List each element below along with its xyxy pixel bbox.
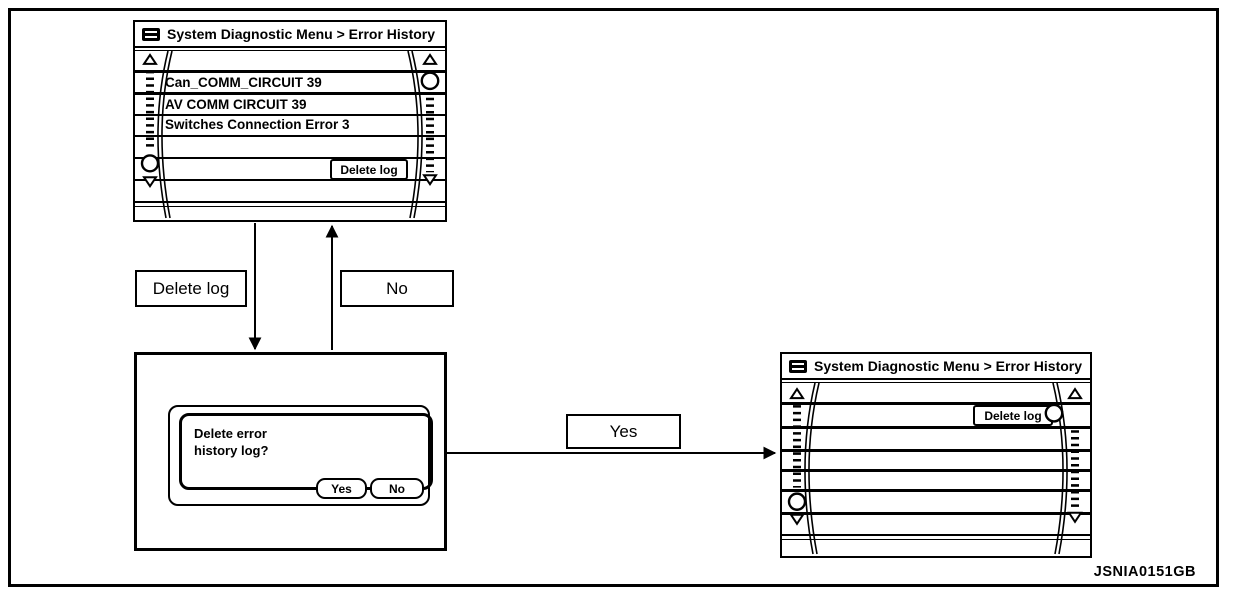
footer-divider [135, 206, 445, 207]
row-divider [782, 426, 1090, 429]
screen-title: System Diagnostic Menu > Error History [814, 358, 1083, 374]
flow-label-no: No [340, 270, 454, 307]
row-divider [135, 135, 445, 137]
flow-label-yes: Yes [566, 414, 681, 449]
display-menu-icon [789, 359, 807, 373]
row-divider [782, 512, 1090, 515]
screen-title: System Diagnostic Menu > Error History [167, 26, 436, 42]
figure-border [8, 8, 1219, 587]
row-divider [135, 179, 445, 181]
title-divider [135, 48, 445, 51]
yes-button[interactable]: Yes [316, 478, 367, 499]
row-divider [135, 70, 445, 73]
row-divider [135, 157, 445, 159]
dialog-message-line2: history log? [194, 443, 269, 458]
display-menu-icon [142, 27, 160, 41]
delete-log-button[interactable]: Delete log [973, 405, 1053, 426]
row-divider [135, 92, 445, 95]
dialog-message: Delete error history log? [179, 413, 433, 490]
list-item[interactable]: AV COMM CIRCUIT 39 [165, 97, 307, 112]
footer-divider [135, 201, 445, 203]
row-divider [782, 489, 1090, 492]
list-item[interactable]: Can_COMM_CIRCUIT 39 [165, 75, 322, 90]
title-bar: System Diagnostic Menu > Error History [135, 22, 445, 48]
screen-error-history-cleared: System Diagnostic Menu > Error History D… [780, 352, 1092, 558]
footer-divider [782, 539, 1090, 540]
flow-label-delete-log: Delete log [135, 270, 247, 307]
screen-delete-confirm: Delete error history log? Yes No [134, 352, 447, 551]
no-button[interactable]: No [370, 478, 424, 499]
row-divider [782, 402, 1090, 405]
figure-code: JSNIA0151GB [1093, 564, 1196, 580]
list-item[interactable]: Switches Connection Error 3 [165, 117, 350, 132]
dialog-message-line1: Delete error [194, 426, 267, 441]
delete-log-button[interactable]: Delete log [330, 159, 408, 180]
row-divider [782, 449, 1090, 452]
row-divider [135, 114, 445, 116]
row-divider [782, 469, 1090, 472]
confirm-dialog: Delete error history log? Yes No [168, 405, 433, 506]
title-divider [782, 380, 1090, 383]
footer-divider [782, 534, 1090, 536]
title-bar: System Diagnostic Menu > Error History [782, 354, 1090, 380]
